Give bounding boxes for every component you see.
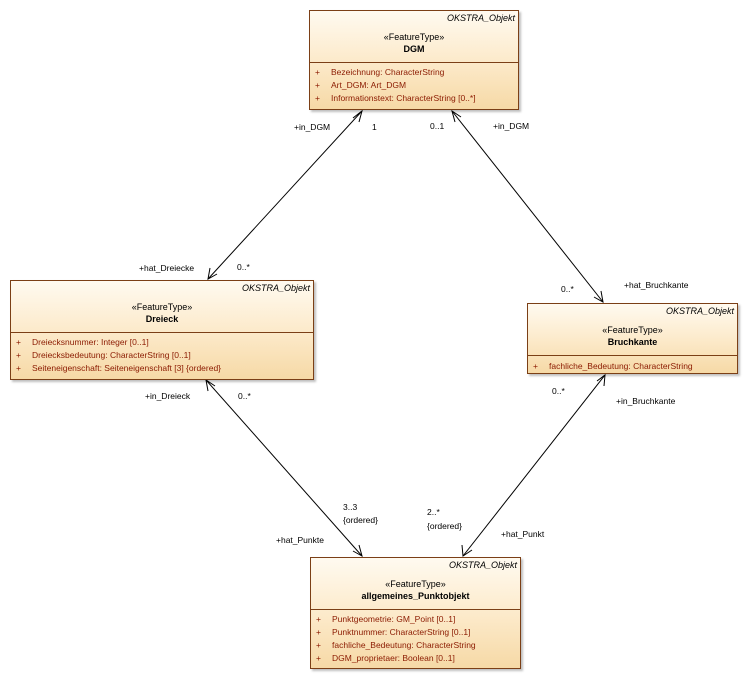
visibility-marker: +	[316, 640, 321, 650]
arrowhead-to-punkt-left	[352, 544, 363, 558]
visibility-marker: +	[533, 361, 538, 371]
class-bruchkante[interactable]: OKSTRA_Objekt «FeatureType» Bruchkante +…	[527, 303, 738, 374]
attribute-text: Informationstext: CharacterString [0..*]	[331, 93, 476, 103]
class-bruchkante-header: OKSTRA_Objekt «FeatureType» Bruchkante	[528, 304, 737, 356]
arrowhead-to-punkt-right	[461, 544, 473, 557]
multiplicity-hat-punkt: 2..*	[427, 507, 440, 517]
class-dgm[interactable]: OKSTRA_Objekt «FeatureType» DGM + Bezeich…	[309, 10, 519, 110]
attribute-text: fachliche_Bedeutung: CharacterString	[332, 640, 476, 650]
association-dreieck-punkt	[205, 379, 363, 557]
class-dreieck[interactable]: OKSTRA_Objekt «FeatureType» Dreieck + Dre…	[10, 280, 314, 380]
arrowhead-to-dgm-right	[451, 109, 462, 123]
attribute-row[interactable]: + Dreiecksbedeutung: CharacterString [0..…	[11, 350, 313, 363]
visibility-marker: +	[316, 614, 321, 624]
multiplicity-in-bruchkante: 0..*	[552, 386, 565, 396]
arrowhead-to-dgm-left	[352, 109, 363, 123]
class-dreieck-tag: OKSTRA_Objekt	[241, 283, 310, 293]
association-dgm-bruchkante	[451, 110, 604, 303]
attribute-row[interactable]: + Punktgeometrie: GM_Point [0..1]	[311, 614, 520, 627]
visibility-marker: +	[315, 93, 320, 103]
constraint-ordered-punkte: {ordered}	[343, 515, 378, 525]
class-punkt-stereotype: «FeatureType»	[385, 579, 446, 589]
visibility-marker: +	[315, 80, 320, 90]
multiplicity-in-dreieck: 0..*	[238, 391, 251, 401]
class-dgm-stereotype: «FeatureType»	[383, 32, 445, 42]
constraint-ordered-punkt: {ordered}	[427, 521, 462, 531]
multiplicity-dgm-dreieck: 1	[372, 122, 377, 132]
class-punkt-tag: OKSTRA_Objekt	[448, 560, 517, 570]
multiplicity-hat-dreiecke: 0..*	[237, 262, 250, 272]
attribute-row[interactable]: + Dreiecksnummer: Integer [0..1]	[11, 337, 313, 350]
attribute-row[interactable]: + Informationstext: CharacterString [0..*…	[310, 93, 518, 106]
attribute-text: Punktnummer: CharacterString [0..1]	[332, 627, 471, 637]
role-hat-punkte: +hat_Punkte	[276, 535, 324, 545]
arrowhead-to-dreieck-bottom	[205, 378, 216, 392]
class-punkt-attributes: + Punktgeometrie: GM_Point [0..1] + Punktn…	[311, 610, 520, 666]
class-dgm-name: DGM	[403, 44, 425, 54]
class-dreieck-name: Dreieck	[145, 314, 179, 324]
role-in-dreieck: +in_Dreieck	[145, 391, 191, 401]
attribute-text: Seiteneigenschaft: Seiteneigenschaft [3]…	[32, 363, 222, 373]
attribute-row[interactable]: + Seiteneigenschaft: Seiteneigenschaft [3…	[11, 363, 313, 376]
class-dgm-attributes: + Bezeichnung: CharacterString + Art_DGM: …	[310, 63, 518, 106]
attribute-row[interactable]: + fachliche_Bedeutung: CharacterString	[528, 361, 737, 374]
class-punkt-name: allgemeines_Punktobjekt	[361, 591, 470, 601]
attribute-row[interactable]: + Punktnummer: CharacterString [0..1]	[311, 627, 520, 640]
multiplicity-hat-bruchkante: 0..*	[561, 284, 574, 294]
role-hat-punkt: +hat_Punkt	[501, 529, 545, 539]
multiplicity-hat-punkte: 3..3	[343, 502, 358, 512]
attribute-row[interactable]: + fachliche_Bedeutung: CharacterString	[311, 640, 520, 653]
role-in-dgm-left: +in_DGM	[294, 122, 331, 132]
association-bruchkante-punkt	[462, 374, 606, 557]
attribute-row[interactable]: + DGM_proprietaer: Boolean [0..1]	[311, 653, 520, 666]
arrowhead-to-dreieck-top	[207, 267, 218, 280]
class-dgm-tag: OKSTRA_Objekt	[446, 13, 515, 23]
attribute-text: Dreiecksbedeutung: CharacterString [0..1…	[32, 350, 191, 360]
role-hat-bruchkante: +hat_Bruchkante	[624, 280, 689, 290]
class-allgemeines-punktobjekt[interactable]: OKSTRA_Objekt «FeatureType» allgemeines_…	[310, 557, 521, 669]
class-bruchkante-name: Bruchkante	[607, 337, 658, 347]
visibility-marker: +	[316, 627, 321, 637]
attribute-row[interactable]: + Art_DGM: Art_DGM	[310, 80, 518, 93]
multiplicity-dgm-bruchkante: 0..1	[430, 121, 445, 131]
class-dreieck-stereotype: «FeatureType»	[131, 302, 193, 312]
attribute-text: Punktgeometrie: GM_Point [0..1]	[332, 614, 456, 624]
class-bruchkante-attributes: + fachliche_Bedeutung: CharacterString	[528, 356, 737, 374]
class-bruchkante-tag: OKSTRA_Objekt	[665, 306, 734, 316]
role-in-bruchkante: +in_Bruchkante	[616, 396, 676, 406]
visibility-marker: +	[16, 350, 21, 360]
class-punkt-header: OKSTRA_Objekt «FeatureType» allgemeines_…	[311, 558, 520, 610]
class-dreieck-attributes: + Dreiecksnummer: Integer [0..1] + Dreieck…	[11, 333, 313, 376]
attribute-text: Art_DGM: Art_DGM	[331, 80, 407, 90]
role-hat-dreiecke: +hat_Dreiecke	[139, 263, 195, 273]
attribute-row[interactable]: + Bezeichnung: CharacterString	[310, 67, 518, 80]
role-in-dgm-right: +in_DGM	[493, 121, 530, 131]
class-dreieck-header: OKSTRA_Objekt «FeatureType» Dreieck	[11, 281, 313, 333]
class-bruchkante-stereotype: «FeatureType»	[602, 325, 663, 335]
attribute-text: Dreiecksnummer: Integer [0..1]	[32, 337, 149, 347]
attribute-text: Bezeichnung: CharacterString	[331, 67, 445, 77]
arrowhead-to-bruchkante-bottom	[596, 373, 606, 387]
association-dgm-dreieck	[207, 110, 363, 280]
class-dgm-header: OKSTRA_Objekt «FeatureType» DGM	[310, 11, 518, 63]
visibility-marker: +	[16, 363, 21, 373]
attribute-text: fachliche_Bedeutung: CharacterString	[549, 361, 693, 371]
visibility-marker: +	[16, 337, 21, 347]
visibility-marker: +	[315, 67, 320, 77]
arrowhead-to-bruchkante	[593, 290, 604, 303]
attribute-text: DGM_proprietaer: Boolean [0..1]	[332, 653, 455, 663]
visibility-marker: +	[316, 653, 321, 663]
